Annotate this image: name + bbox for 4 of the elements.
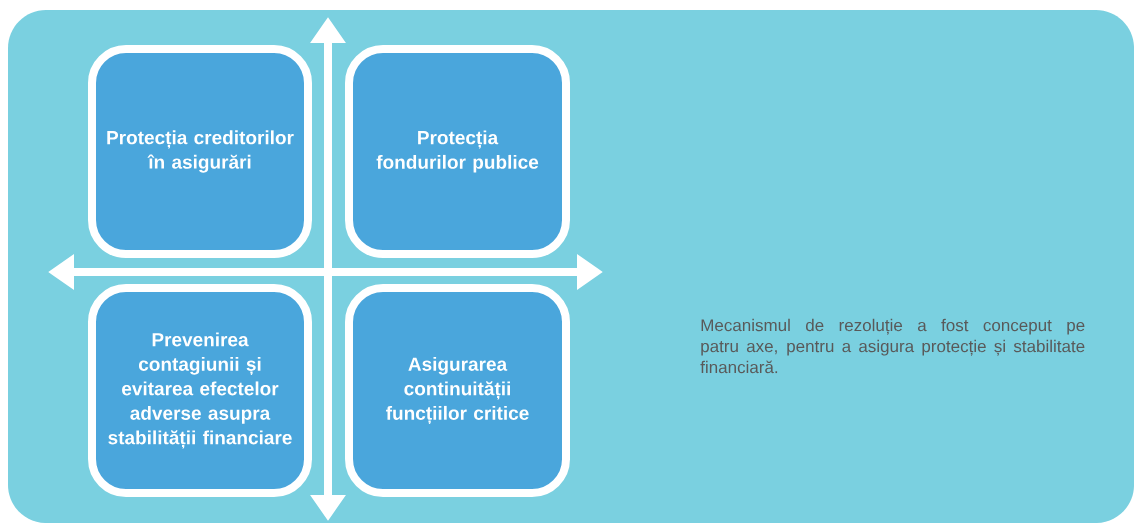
- quadrant-box: Protecția creditorilor în asigurări: [88, 45, 312, 258]
- quadrant-box: Prevenirea contagiunii și evitarea efectelor adverse asupra stabilității financiare: [88, 284, 312, 497]
- quadrant-box: Protecția fondurilor publice: [345, 45, 570, 258]
- quadrant-box: Asigurarea continuității funcțiilor critice: [345, 284, 570, 497]
